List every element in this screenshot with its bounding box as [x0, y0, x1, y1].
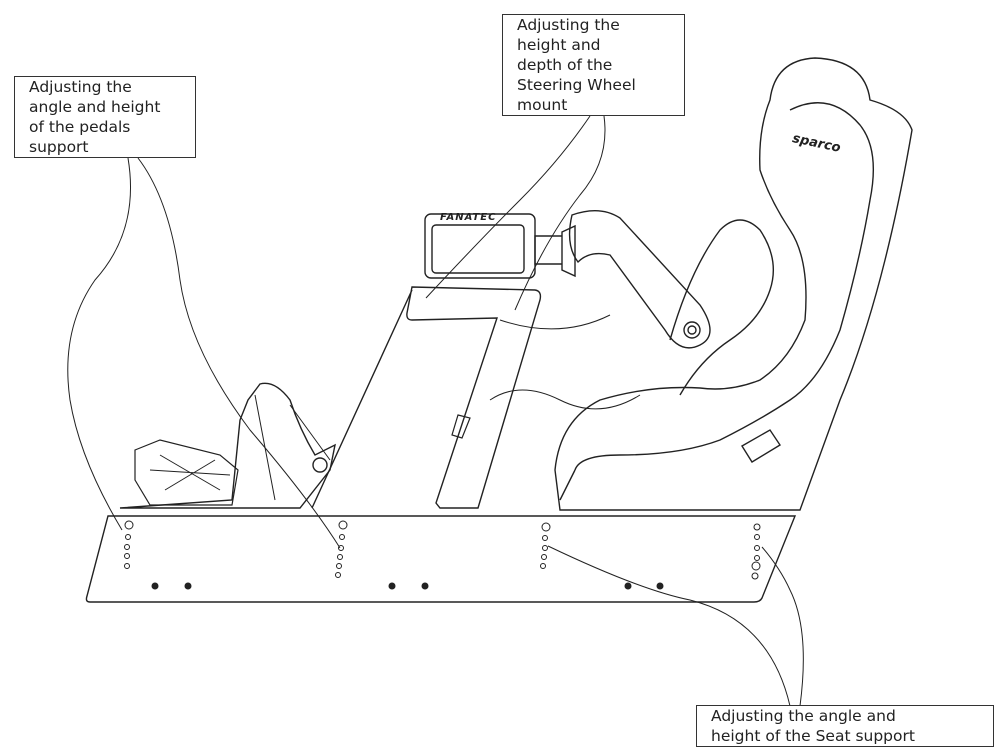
- callout-line: height and: [517, 36, 601, 54]
- leader-lines: [67, 115, 804, 707]
- callout-line: Adjusting the angle and: [711, 707, 896, 725]
- pedals-support: [119, 382, 336, 509]
- callout-line: Adjusting the: [517, 16, 620, 34]
- callout-line: angle and height: [29, 98, 161, 116]
- adjust-holes: [124, 520, 761, 580]
- callout-steering-mount: Adjusting the height and depth of the St…: [502, 14, 685, 116]
- callout-line: height of the Seat support: [711, 727, 915, 745]
- seat-arm: [568, 210, 711, 349]
- callout-line: Adjusting the: [29, 78, 132, 96]
- wheel-base: [424, 213, 536, 279]
- callout-line: of the pedals: [29, 118, 131, 136]
- seat: [554, 57, 913, 511]
- callout-line: mount: [517, 96, 568, 114]
- callout-pedals-support: Adjusting the angle and height of the pe…: [14, 76, 196, 158]
- callout-line: Steering Wheel: [517, 76, 636, 94]
- base-holes: [151, 582, 664, 590]
- fanatec-logo: FANATEC: [440, 212, 497, 223]
- base-plate: [85, 515, 797, 603]
- pedal-box: [134, 439, 239, 506]
- seat-handle: [741, 429, 781, 463]
- callout-seat-support: Adjusting the angle and height of the Se…: [696, 705, 994, 747]
- callout-line: support: [29, 138, 89, 156]
- callout-line: depth of the: [517, 56, 613, 74]
- wheel-stand: [311, 286, 542, 509]
